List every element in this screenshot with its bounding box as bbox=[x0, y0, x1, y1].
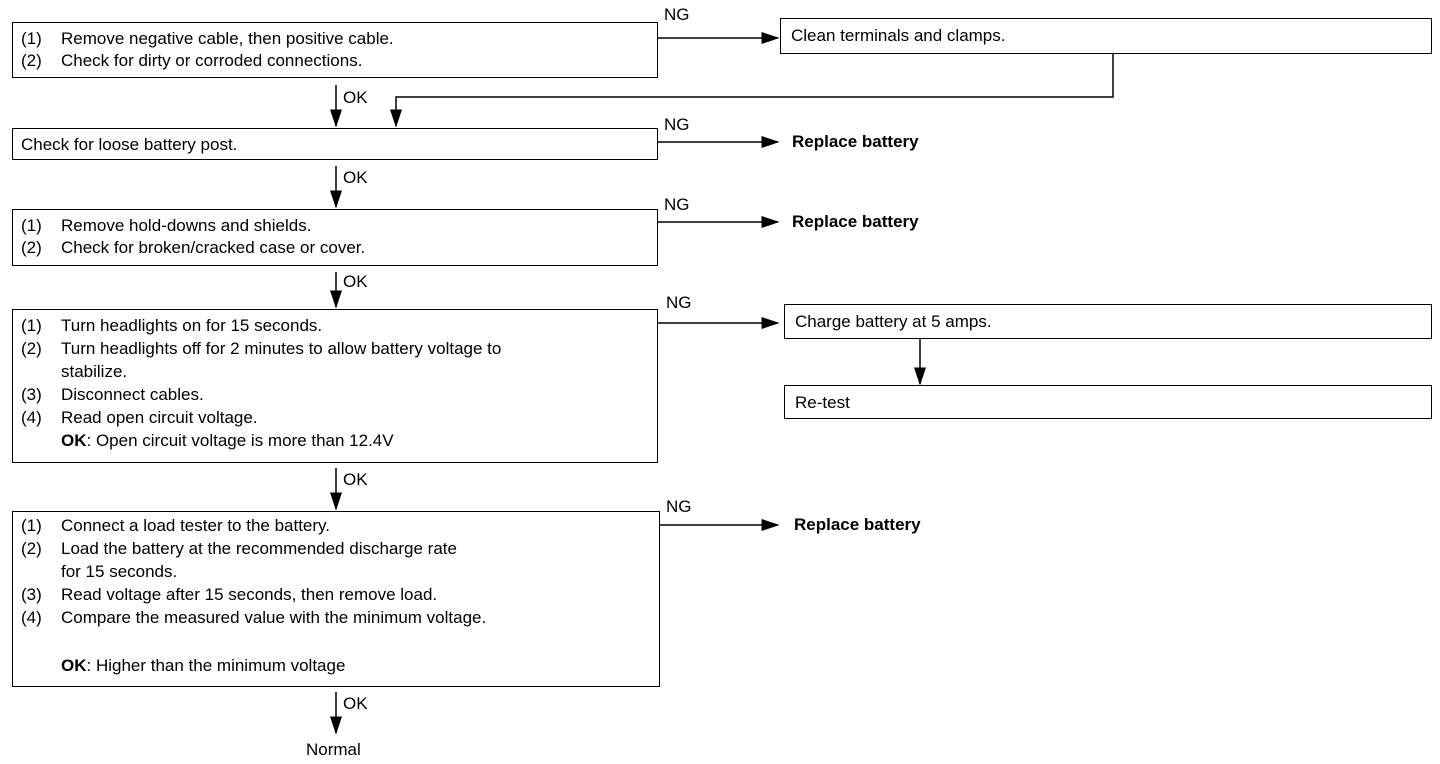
clean-terminals-text: Clean terminals and clamps. bbox=[791, 26, 1006, 45]
replace-battery-1: Replace battery bbox=[792, 132, 919, 151]
step-4-line-3: stabilize. bbox=[61, 362, 128, 381]
clean-terminals-box: Clean terminals and clamps. bbox=[780, 18, 1432, 54]
step-3-line-1: (1)Remove hold-downs and shields. bbox=[21, 216, 312, 235]
step-1-box: (1)Remove negative cable, then positive … bbox=[12, 22, 658, 78]
step-5-ok-criterion: OK: Higher than the minimum voltage bbox=[61, 656, 346, 675]
step-5-line-5: (4)Compare the measured value with the m… bbox=[21, 608, 487, 627]
step-4-line-4: (3)Disconnect cables. bbox=[21, 385, 204, 404]
ng-label-3: NG bbox=[664, 195, 690, 214]
replace-battery-2: Replace battery bbox=[792, 212, 919, 231]
charge-battery-text: Charge battery at 5 amps. bbox=[795, 312, 992, 331]
step-3-box: (1)Remove hold-downs and shields. (2)Che… bbox=[12, 209, 658, 266]
ok-label-3: OK bbox=[343, 272, 368, 291]
step-5-line-2: (2)Load the battery at the recommended d… bbox=[21, 539, 457, 558]
step-4-line-2: (2)Turn headlights off for 2 minutes to … bbox=[21, 339, 502, 358]
step-5-line-4: (3)Read voltage after 15 seconds, then r… bbox=[21, 585, 438, 604]
step-2-line-1: Check for loose battery post. bbox=[21, 135, 238, 154]
step-1-line-1: (1)Remove negative cable, then positive … bbox=[21, 29, 394, 48]
ng-label-4: NG bbox=[666, 293, 692, 312]
ok-label-4: OK bbox=[343, 470, 368, 489]
step-4-ok-criterion: OK: Open circuit voltage is more than 12… bbox=[61, 431, 394, 450]
step-1-line-2: (2)Check for dirty or corroded connectio… bbox=[21, 51, 363, 70]
ok-label-2: OK bbox=[343, 168, 368, 187]
step-5-box: (1)Connect a load tester to the battery.… bbox=[12, 511, 660, 687]
normal-result: Normal bbox=[306, 740, 361, 759]
ok-label-1: OK bbox=[343, 88, 368, 107]
step-2-box: Check for loose battery post. bbox=[12, 128, 658, 160]
retest-text: Re-test bbox=[795, 393, 850, 412]
ng-label-1: NG bbox=[664, 5, 690, 24]
ng-label-2: NG bbox=[664, 115, 690, 134]
ok-label-5: OK bbox=[343, 694, 368, 713]
charge-battery-box: Charge battery at 5 amps. bbox=[784, 304, 1432, 339]
step-3-line-2: (2)Check for broken/cracked case or cove… bbox=[21, 238, 366, 257]
step-5-line-1: (1)Connect a load tester to the battery. bbox=[21, 516, 331, 535]
step-4-line-5: (4)Read open circuit voltage. bbox=[21, 408, 258, 427]
step-4-line-1: (1)Turn headlights on for 15 seconds. bbox=[21, 316, 323, 335]
step-4-box: (1)Turn headlights on for 15 seconds. (2… bbox=[12, 309, 658, 463]
step-5-line-3: for 15 seconds. bbox=[61, 562, 178, 581]
replace-battery-3: Replace battery bbox=[794, 515, 921, 534]
retest-box: Re-test bbox=[784, 385, 1432, 419]
ng-label-5: NG bbox=[666, 497, 692, 516]
